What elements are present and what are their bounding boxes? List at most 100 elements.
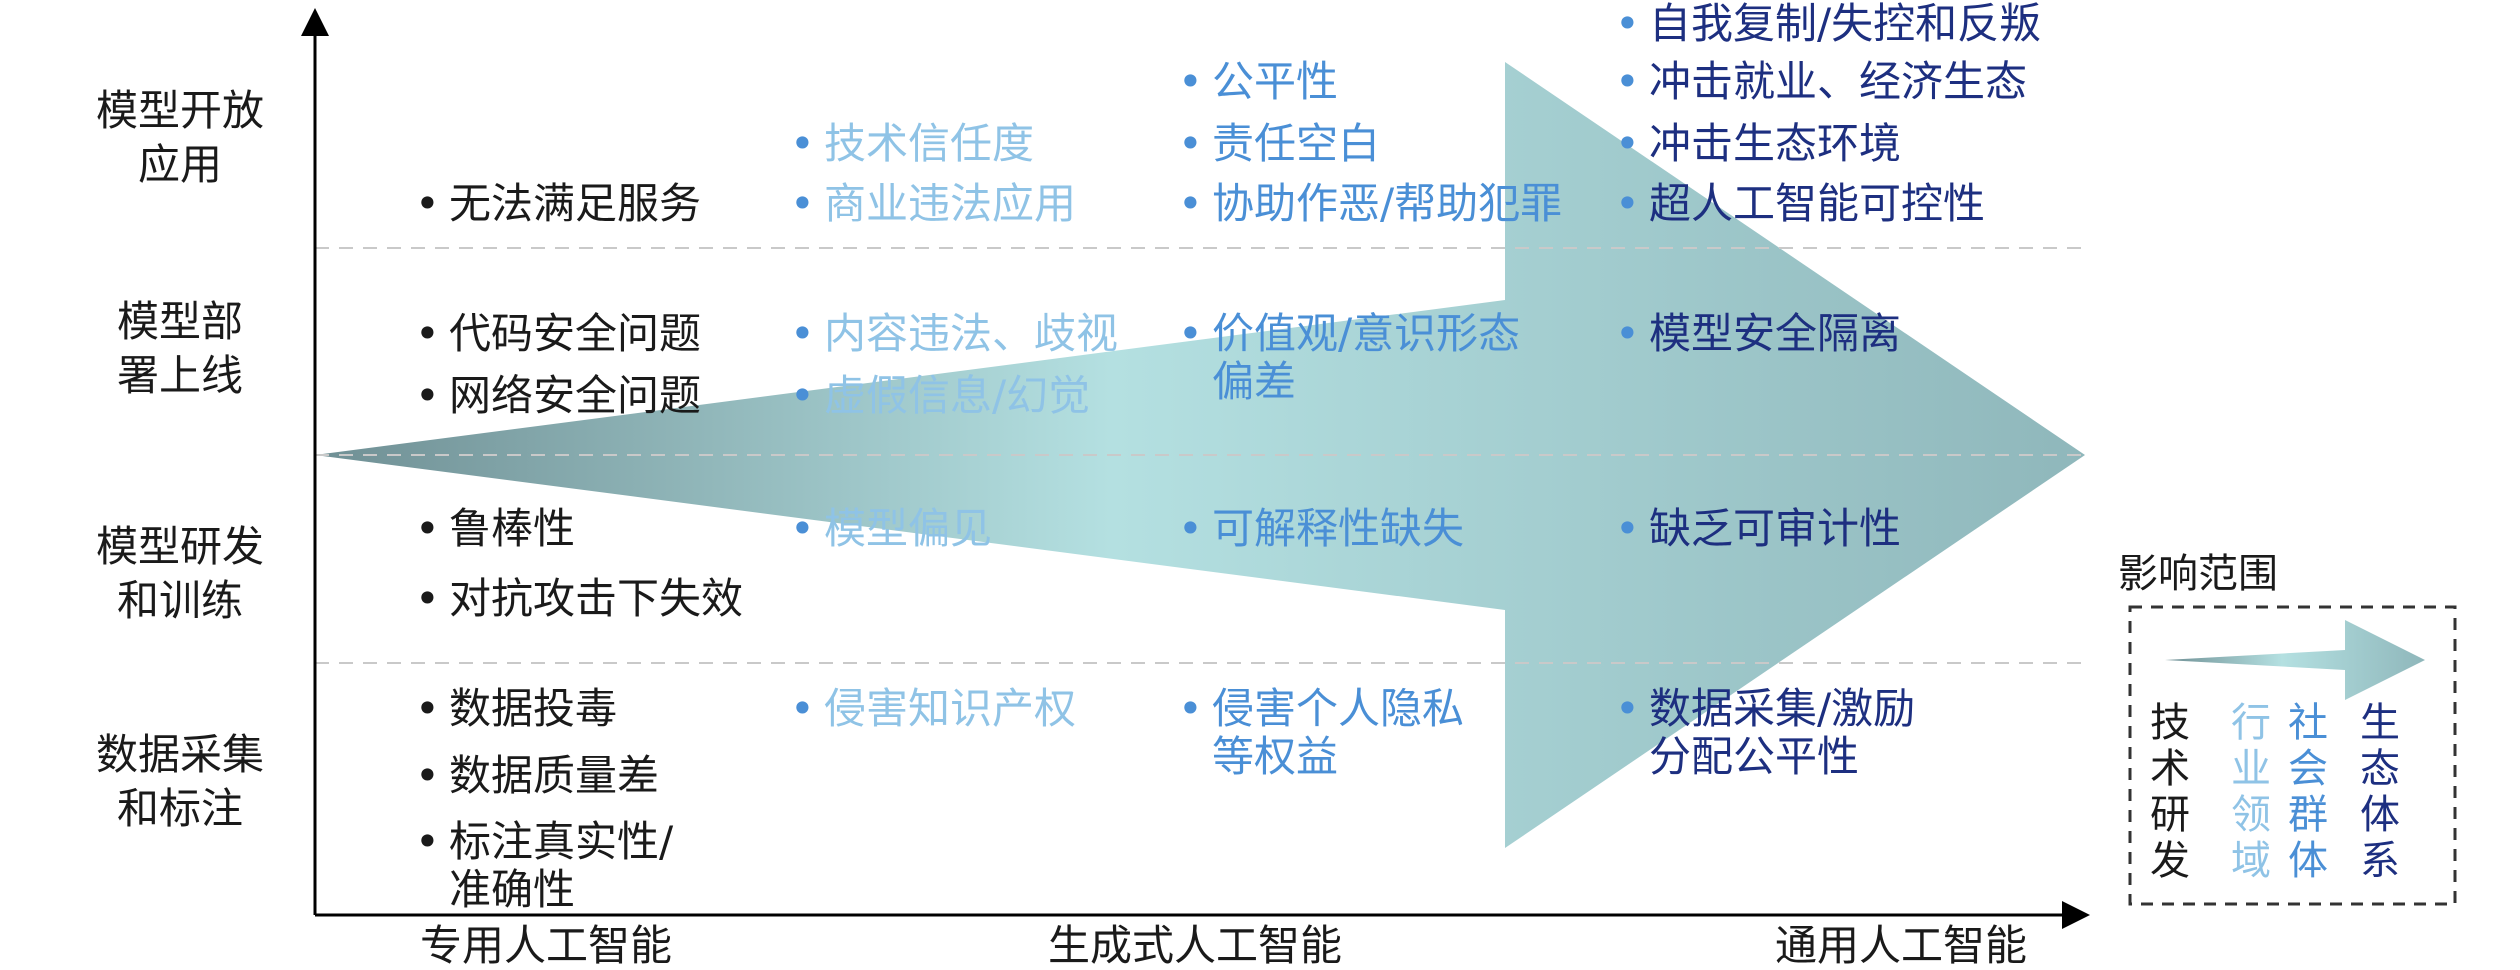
bullet-icon: • [1615, 57, 1640, 106]
bullet-icon: • [415, 504, 440, 553]
bullet-icon: • [415, 371, 440, 420]
risk-item-text: 协助作恶/帮助犯罪 [1212, 179, 1563, 228]
bullet-icon: • [415, 817, 440, 866]
bullet-icon: • [415, 574, 440, 623]
risk-item-text: 公平性 [1212, 57, 1339, 106]
risk-item: •鲁棒性 [415, 505, 575, 553]
bullet-icon: • [790, 371, 815, 420]
bullet-icon: • [1178, 119, 1203, 168]
risk-item-text: 分配公平性 [1649, 732, 1860, 781]
bullet-icon: • [1178, 504, 1203, 553]
y-axis-label: 模型研发和训练 [95, 522, 264, 625]
risk-item-text: 数据投毒 [449, 684, 618, 733]
risk-item: •侵害个人隐私等权益 [1178, 685, 1464, 781]
risk-item-text: 虚假信息/幻觉 [824, 371, 1091, 420]
risk-item: •技术信任度 [790, 120, 1034, 168]
bullet-icon: • [1178, 179, 1203, 228]
risk-item: •模型偏见 [790, 505, 992, 553]
risk-item: •冲击生态环境 [1615, 120, 1901, 168]
risk-item: •公平性 [1178, 58, 1338, 106]
risk-item: •责任空白 [1178, 120, 1380, 168]
risk-item-text: 可解释性缺失 [1212, 504, 1465, 553]
risk-item-text: 网络安全问题 [449, 371, 702, 420]
risk-item-text: 偏差 [1212, 357, 1297, 406]
risk-item-text: 标注真实性/ [449, 817, 674, 866]
bullet-icon: • [790, 179, 815, 228]
bullet-icon: • [790, 684, 815, 733]
risk-item: •无法满足服务 [415, 180, 701, 228]
risk-item-text: 价值观/意识形态 [1212, 309, 1521, 358]
risk-item-text: 侵害知识产权 [824, 684, 1077, 733]
risk-item: •缺乏可审计性 [1615, 505, 1901, 553]
risk-item-text: 内容违法、歧视 [824, 309, 1119, 358]
risk-item: •冲击就业、经济生态 [1615, 58, 2027, 106]
bullet-icon: • [415, 179, 440, 228]
risk-item: •自我复制/失控和反叛 [1615, 0, 2041, 48]
risk-item-text: 侵害个人隐私 [1212, 684, 1465, 733]
risk-item-text: 模型安全隔离 [1649, 309, 1902, 358]
y-axis-label: 数据采集和标注 [95, 730, 264, 833]
legend-box [2128, 605, 2457, 906]
risk-item-text: 数据质量差 [449, 751, 660, 800]
y-axis-label: 模型部署上线 [116, 297, 243, 400]
bullet-icon: • [1615, 684, 1640, 733]
bullet-icon: • [1178, 57, 1203, 106]
legend-column-industry: 行业领域 [2231, 700, 2271, 884]
risk-item: •模型安全隔离 [1615, 310, 1901, 358]
risk-item: •数据投毒 [415, 685, 617, 733]
risk-item-text: 超人工智能可控性 [1649, 179, 1986, 228]
risk-item: •对抗攻击下失效 [415, 575, 743, 623]
x-axis-label: 专用人工智能 [420, 921, 673, 970]
risk-item-text: 对抗攻击下失效 [449, 574, 744, 623]
bullet-icon: • [415, 751, 440, 800]
risk-item-text: 模型偏见 [824, 504, 993, 553]
bullet-icon: • [1615, 179, 1640, 228]
risk-item-text: 准确性 [449, 865, 576, 914]
risk-item-text: 商业违法应用 [824, 179, 1077, 228]
legend-arrow [2165, 620, 2425, 700]
risk-item: •可解释性缺失 [1178, 505, 1464, 553]
risk-item-text: 鲁棒性 [449, 504, 576, 553]
x-axis-label: 生成式人工智能 [1048, 921, 1343, 970]
risk-item: •代码安全问题 [415, 310, 701, 358]
risk-item-text: 无法满足服务 [449, 179, 702, 228]
risk-item: •标注真实性/准确性 [415, 818, 673, 914]
bullet-icon: • [790, 504, 815, 553]
bullet-icon: • [790, 119, 815, 168]
legend-column-tech: 技术研发 [2150, 700, 2190, 884]
risk-item-text: 代码安全问题 [449, 309, 702, 358]
risk-item-text: 等权益 [1212, 732, 1339, 781]
bullet-icon: • [790, 309, 815, 358]
risk-item-text: 冲击生态环境 [1649, 119, 1902, 168]
risk-item-text: 自我复制/失控和反叛 [1649, 0, 2042, 48]
risk-item-text: 数据采集/激励 [1649, 684, 1916, 733]
bullet-icon: • [1615, 119, 1640, 168]
bullet-icon: • [1615, 0, 1640, 48]
risk-item: •超人工智能可控性 [1615, 180, 1985, 228]
x-axis-label: 通用人工智能 [1775, 921, 2028, 970]
y-axis-arrowhead [301, 8, 329, 36]
risk-item: •协助作恶/帮助犯罪 [1178, 180, 1562, 228]
legend-column-ecosystem: 生态体系 [2360, 700, 2400, 884]
risk-item: •数据采集/激励分配公平性 [1615, 685, 1915, 781]
legend-title: 影响范围 [2118, 551, 2278, 597]
risk-item-text: 责任空白 [1212, 119, 1381, 168]
risk-item: •内容违法、歧视 [790, 310, 1118, 358]
y-axis-label: 模型开放应用 [95, 86, 264, 189]
bullet-icon: • [415, 309, 440, 358]
risk-item-text: 缺乏可审计性 [1649, 504, 1902, 553]
x-axis-arrowhead [2062, 901, 2090, 929]
bullet-icon: • [1615, 504, 1640, 553]
risk-item: •数据质量差 [415, 752, 659, 800]
risk-item-text: 冲击就业、经济生态 [1649, 57, 2028, 106]
risk-item: •网络安全问题 [415, 372, 701, 420]
risk-item-text: 技术信任度 [824, 119, 1035, 168]
main-arrow [315, 62, 2085, 848]
bullet-icon: • [415, 684, 440, 733]
bullet-icon: • [1178, 309, 1203, 358]
risk-item: •价值观/意识形态偏差 [1178, 310, 1520, 406]
risk-item: •商业违法应用 [790, 180, 1076, 228]
risk-item: •虚假信息/幻觉 [790, 372, 1090, 420]
bullet-icon: • [1178, 684, 1203, 733]
